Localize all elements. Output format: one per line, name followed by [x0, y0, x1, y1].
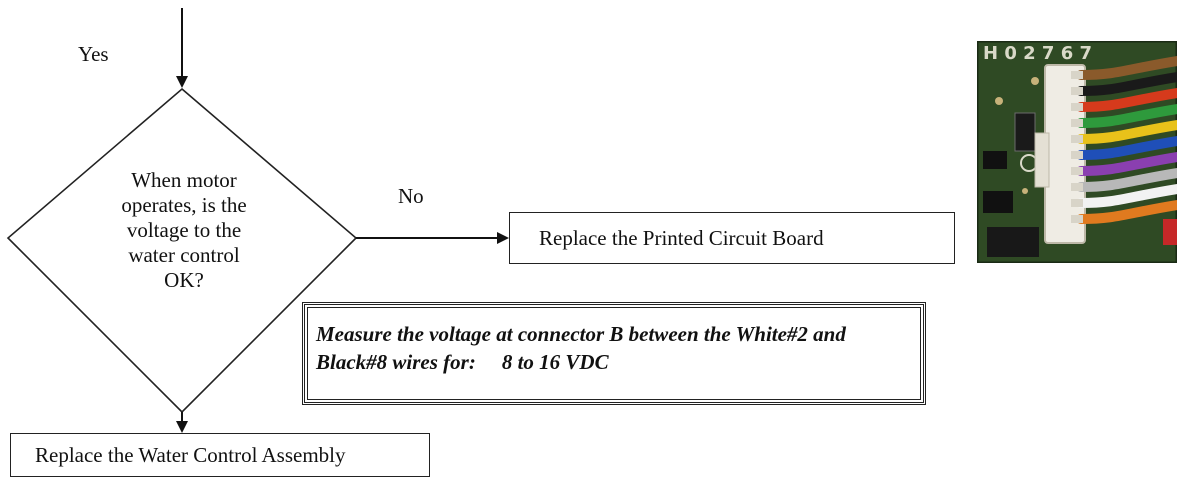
board-markings: H 0 2 7 6 7 [983, 43, 1092, 64]
wire [1076, 104, 1177, 128]
red-component [1163, 219, 1177, 245]
yes-label: Yes [78, 42, 109, 66]
wire [1076, 88, 1177, 112]
replace-pcb-label: Replace the Printed Circuit Board [539, 225, 824, 250]
replace-water-control-label: Replace the Water Control Assembly [35, 442, 346, 467]
connector-pin [1071, 199, 1083, 207]
measurement-instruction-inner: Measure the voltage at connector B betwe… [307, 307, 921, 400]
wire [1076, 184, 1177, 208]
connector-pin [1071, 215, 1083, 223]
solder-pad [1022, 188, 1028, 194]
connector-pin [1071, 167, 1083, 175]
connector-pin [1071, 183, 1083, 191]
wire [1076, 136, 1177, 160]
decision-line: operates, is the [121, 193, 247, 217]
wire [1076, 56, 1177, 80]
wire [1076, 120, 1177, 144]
decision-line: OK? [164, 268, 204, 292]
wire [1076, 72, 1177, 96]
decision-line: When motor [131, 168, 237, 192]
no-label: No [398, 184, 424, 208]
wire [1076, 200, 1177, 224]
decision-line: voltage to the [126, 218, 242, 242]
resistor [1014, 112, 1036, 152]
connector-pin [1071, 151, 1083, 159]
connector-pin [1071, 135, 1083, 143]
connector-pin [1071, 103, 1083, 111]
decision-question: When motor operates, is the voltage to t… [92, 168, 276, 293]
ic-package [987, 227, 1039, 257]
chip [983, 191, 1013, 213]
voltage-spec: 8 to 16 VDC [501, 350, 609, 374]
measurement-instruction-box: Measure the voltage at connector B betwe… [302, 302, 926, 405]
instruction-line-2: Black#8 wires for: 8 to 16 VDC [316, 348, 912, 376]
connector-latch [1034, 132, 1050, 188]
decision-line: water control [128, 243, 240, 267]
connector-pin [1071, 87, 1083, 95]
solder-pad [995, 97, 1003, 105]
wire [1076, 152, 1177, 176]
instruction-wires-label: Black#8 wires for: [316, 350, 476, 374]
replace-water-control-box: Replace the Water Control Assembly [10, 433, 430, 477]
wire [1076, 168, 1177, 192]
replace-pcb-box: Replace the Printed Circuit Board [509, 212, 955, 264]
instruction-line-1: Measure the voltage at connector B betwe… [316, 322, 846, 346]
wire-harness [1071, 56, 1177, 224]
solder-pad [1031, 77, 1039, 85]
connector-pin [1071, 71, 1083, 79]
chip [983, 151, 1007, 169]
connector-photo: H 0 2 7 6 7 [977, 41, 1177, 263]
connector-pin [1071, 119, 1083, 127]
